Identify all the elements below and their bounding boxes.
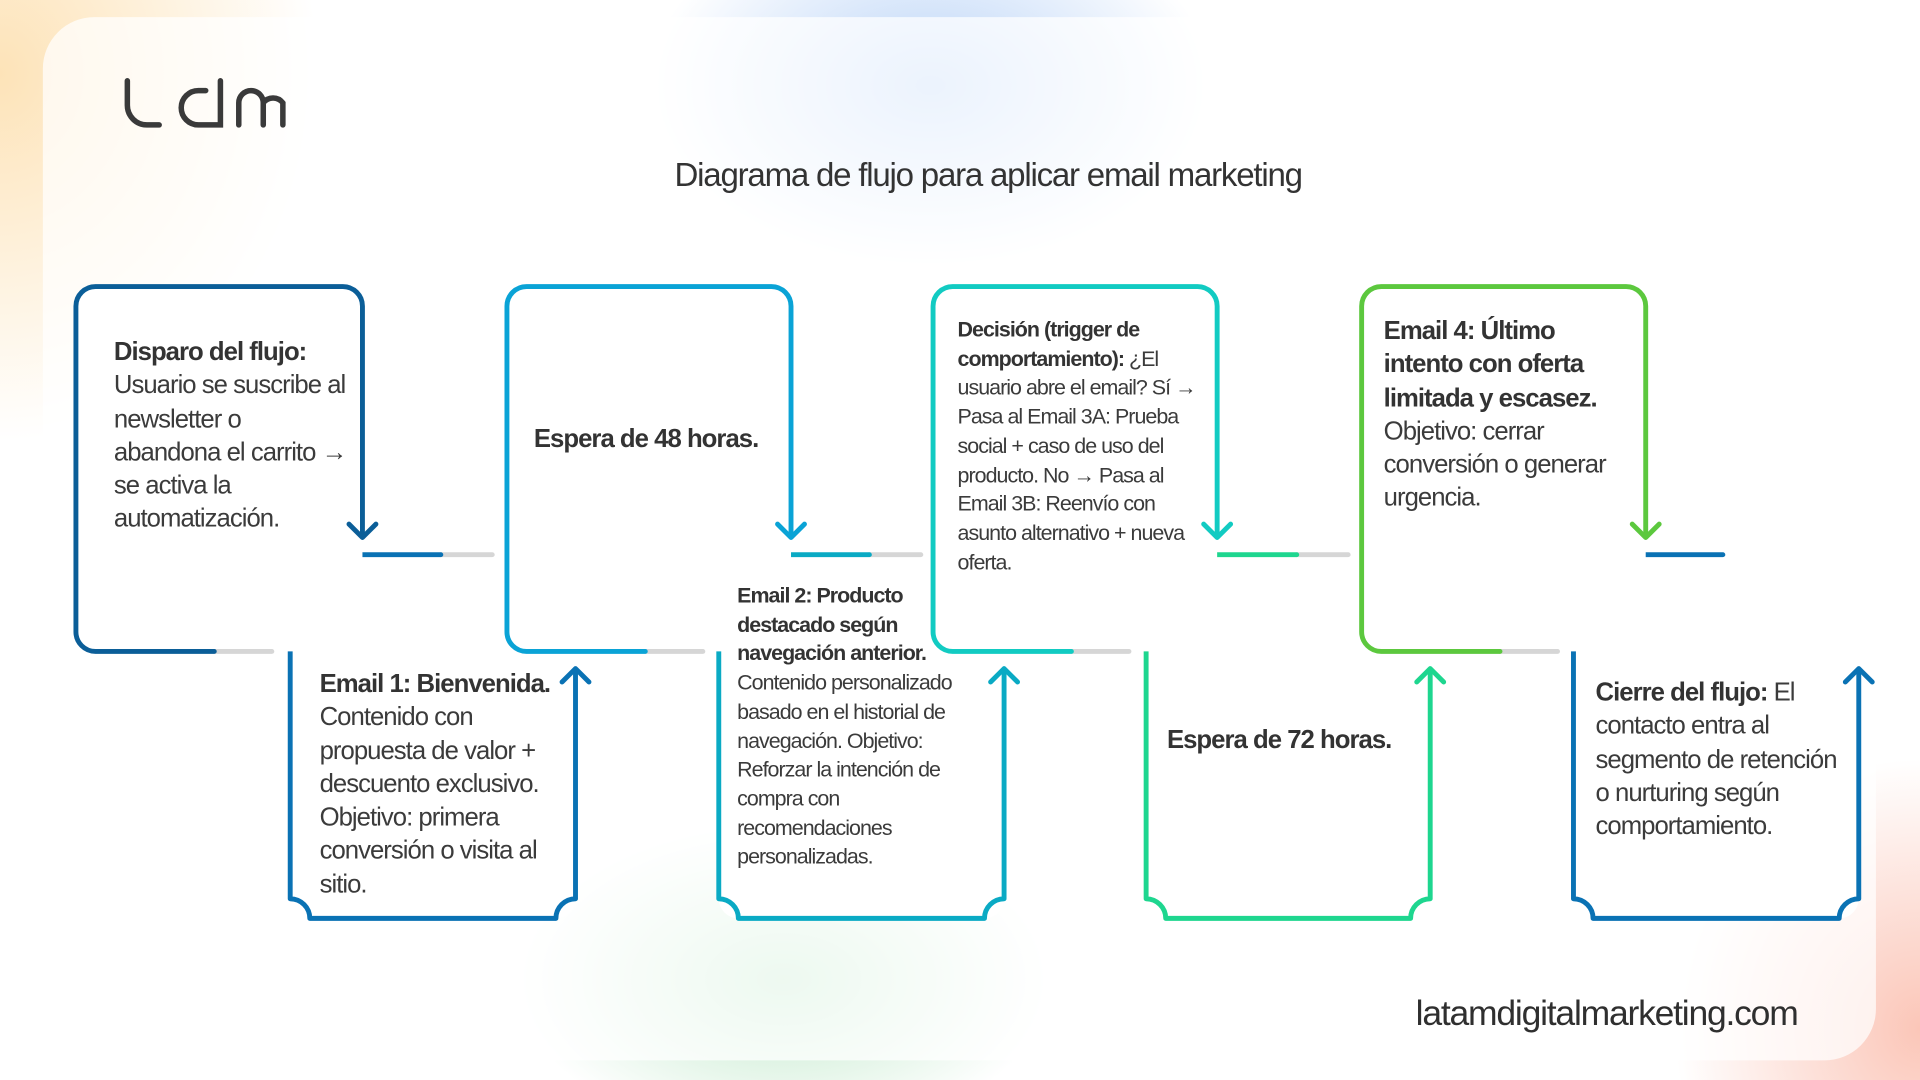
diagram-title: Diagrama de flujo para aplicar email mar… xyxy=(674,156,1303,194)
arrow-up-icon xyxy=(1414,666,1447,685)
arrow-up-icon xyxy=(1842,666,1875,685)
step-heading: Email 2: Producto destacado según navega… xyxy=(737,582,927,666)
step-heading: Decisión (trigger de comportamiento): xyxy=(957,317,1141,371)
step-box-7 xyxy=(1361,286,1646,652)
step-decision: Decisión (trigger de comportamiento): ¿E… xyxy=(958,316,1197,577)
step-email-4: Email 4: Último intento con oferta limit… xyxy=(1384,315,1629,516)
step-text: Objetivo: cerrar conversión o generar ur… xyxy=(1383,417,1607,513)
step-disparo: Disparo del flujo: Usuario se suscribe a… xyxy=(114,336,353,537)
arrow-down-icon xyxy=(775,521,807,541)
step-heading: Cierre del flujo: xyxy=(1595,678,1769,707)
step-box-3 xyxy=(506,286,792,652)
step-text: Usuario se suscribe al newsletter o aban… xyxy=(113,371,347,534)
step-email-2: Email 2: Producto destacado según navega… xyxy=(737,582,988,872)
step-box-1-border xyxy=(73,284,365,654)
step-heading: Espera de 48 horas. xyxy=(533,424,759,454)
step-heading: Email 4: Último intento con oferta limit… xyxy=(1383,317,1598,413)
step-text: ¿El usuario abre el email? Sí → Pasa al … xyxy=(957,346,1197,574)
arrow-down-icon xyxy=(1629,521,1662,541)
step-cierre: Cierre del flujo: El contacto entra al s… xyxy=(1596,676,1847,843)
step-espera-48: Espera de 48 horas. xyxy=(534,422,785,455)
step-heading: Espera de 72 horas. xyxy=(1166,726,1392,755)
step-box-5-border xyxy=(930,284,1220,654)
arrow-up-icon xyxy=(559,666,592,685)
step-heading: Disparo del flujo: xyxy=(113,337,307,367)
ldm-logo xyxy=(124,78,286,128)
step-heading: Email 1: Bienvenida. xyxy=(319,669,551,698)
step-box-1 xyxy=(75,286,363,652)
step-text: El contacto entra al segmento de retenci… xyxy=(1595,678,1838,841)
step-text: Contenido con propuesta de valor + descu… xyxy=(319,703,540,899)
step-text: Contenido personalizado basado en el his… xyxy=(737,669,953,869)
step-box-5 xyxy=(933,286,1218,652)
step-box-3-border xyxy=(504,284,794,654)
arrow-up-icon xyxy=(988,666,1021,685)
step-box-7-border xyxy=(1359,284,1649,654)
step-email-1: Email 1: Bienvenida. Contenido con propu… xyxy=(320,667,571,901)
step-espera-72: Espera de 72 horas. xyxy=(1167,724,1418,757)
arrow-down-icon xyxy=(1201,521,1234,541)
website-url: latamdigitalmarketing.com xyxy=(1415,994,1799,1034)
arrow-down-icon xyxy=(346,521,379,541)
